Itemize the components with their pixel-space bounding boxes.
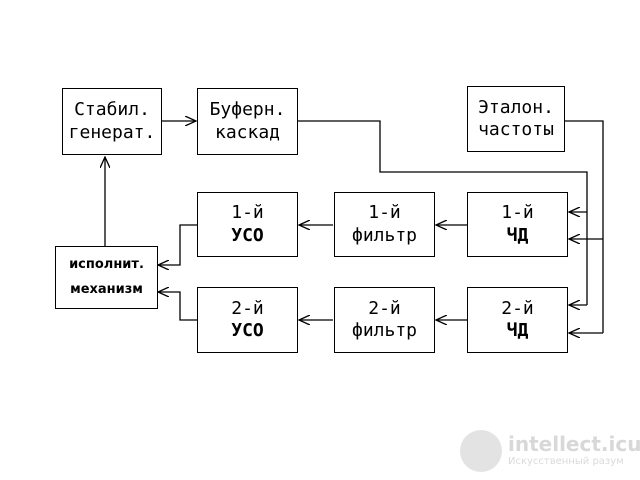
block-label-line1: 2-й [368, 297, 401, 319]
block-label-line1: 2-й [231, 297, 264, 319]
block-label-line2: фильтр [351, 320, 418, 341]
block-freq-detector-1: 1-й ЧД [467, 192, 568, 257]
block-label-line1: исполнит. [69, 256, 144, 272]
block-uso-1: 1-й УСО [197, 192, 298, 257]
block-label-line1: 1-й [231, 202, 264, 223]
line-etalon-bus [565, 120, 604, 333]
block-frequency-reference: Эталон. частоты [467, 86, 565, 152]
block-filter-1: 1-й фильтр [334, 192, 435, 257]
block-label-line2: частоты [478, 119, 554, 140]
block-label-line2: ЧД [506, 224, 529, 246]
block-buffer-stage: Буферн. каскад [197, 88, 298, 155]
watermark-logo-icon [460, 430, 502, 472]
block-stabilized-generator: Стабил. генерат. [62, 88, 162, 155]
block-label-line1: Буферн. [209, 99, 286, 120]
block-label-line2: ЧД [506, 320, 529, 341]
block-label-line2: УСО [231, 224, 264, 246]
watermark-tagline: Искусственный разум [508, 456, 624, 467]
block-label-line1: 1-й [368, 202, 401, 223]
block-label-line2: фильтр [351, 224, 418, 246]
line-uso2-to-mech [158, 292, 197, 321]
block-label-line1: Стабил. [74, 99, 150, 120]
watermark-brand: intellect.icu [508, 432, 640, 456]
block-actuator: исполнит. механизм [55, 246, 158, 309]
block-label-line2: механизм [70, 281, 143, 297]
watermark: intellect.icu Искусственный разум [460, 426, 640, 474]
block-label-line2: генерат. [68, 121, 156, 143]
block-filter-2: 2-й фильтр [334, 287, 435, 353]
block-label-line1: Эталон. [478, 96, 554, 118]
block-label-line2: каскад [214, 121, 281, 143]
line-uso1-to-mech [158, 224, 197, 265]
block-freq-detector-2: 2-й ЧД [467, 287, 568, 353]
block-label-line1: 1-й [501, 202, 534, 223]
block-label-line2: УСО [231, 320, 264, 341]
block-label-line1: 2-й [501, 297, 534, 319]
line-buffer-bus [298, 120, 588, 305]
block-uso-2: 2-й УСО [197, 287, 298, 353]
